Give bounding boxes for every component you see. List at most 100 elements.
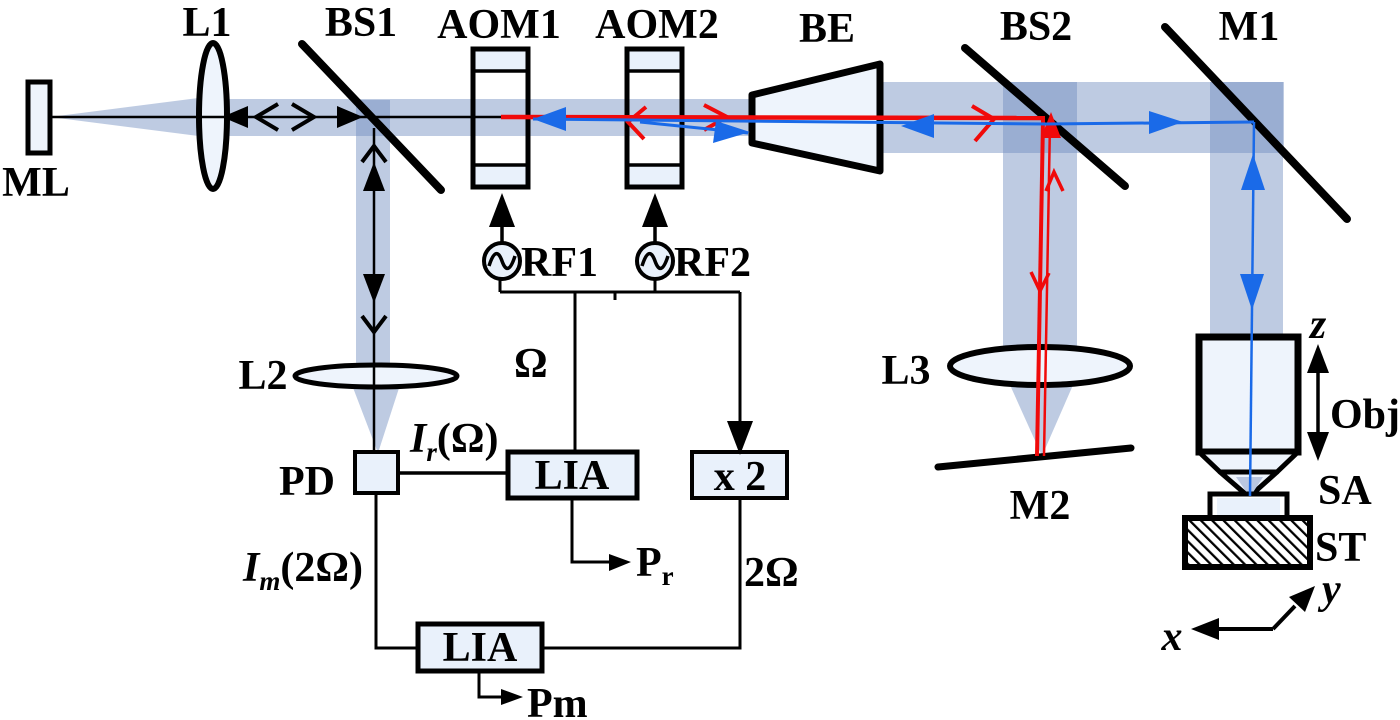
label-m2: M2 — [1010, 483, 1071, 529]
lens-l2 — [292, 362, 460, 390]
label-sa: SA — [1318, 468, 1372, 514]
red-chevron-up-icon — [1044, 167, 1065, 192]
red-chevron-right-icon — [703, 103, 732, 132]
label-pr-sub: r — [662, 561, 674, 591]
lia-reference-box — [505, 449, 640, 501]
arrow-up-icon — [363, 162, 385, 191]
chevron-up-icon — [360, 142, 388, 164]
label-im-base: I — [242, 545, 261, 591]
label-st: ST — [1315, 525, 1366, 571]
blue-arrow-left1-icon — [533, 107, 566, 131]
objective — [1195, 333, 1302, 500]
blue-beam-lines — [532, 107, 1265, 497]
arrow-down-icon — [363, 274, 385, 303]
photodiode-pd — [353, 450, 400, 495]
mirror-m2 — [934, 444, 1135, 471]
label-axis-x: x — [1161, 614, 1183, 660]
stage-hatched — [1182, 515, 1313, 570]
arrow-doubler-in-icon — [727, 421, 753, 455]
black-lines-arrows — [50, 102, 1329, 705]
aom1-bottom-cap — [471, 163, 530, 189]
mirror-m1 — [1161, 23, 1351, 223]
arrow-y-icon — [1289, 586, 1315, 612]
red-beam-return-from-m2 — [1042, 121, 1052, 457]
aom2-top-cap — [625, 47, 684, 73]
label-pd: PD — [279, 459, 335, 505]
arrow-pr-icon — [609, 554, 631, 571]
beam-l3-to-m2 — [1010, 385, 1073, 456]
blue-beam-main — [532, 117, 1255, 126]
arrow-x-icon — [1191, 618, 1219, 640]
label-pm: Pm — [527, 681, 588, 720]
ml-laser — [25, 79, 53, 156]
label-ir-rest: (Ω) — [437, 416, 499, 462]
label-aom1: AOM1 — [437, 2, 561, 48]
sample-assembly — [1182, 491, 1313, 570]
label-axis-z: z — [1308, 302, 1327, 348]
chevron-right-icon — [290, 102, 318, 132]
red-chevron-down-icon — [1029, 271, 1051, 295]
label-ir-omega: Ir(Ω) — [409, 416, 498, 467]
label-ir-sub: r — [426, 437, 437, 467]
blue-arrow-up-icon — [1241, 154, 1265, 190]
label-two-omega: 2Ω — [744, 550, 799, 596]
chevron-left-icon — [252, 102, 280, 132]
label-omega: Ω — [514, 341, 548, 387]
wire-lia-pr-out — [570, 498, 612, 564]
label-rf2: RF2 — [674, 240, 751, 286]
blue-arrow-right2-icon — [1149, 111, 1183, 134]
aom2-bottom-cap — [625, 163, 684, 189]
label-im-2omega: Im(2Ω) — [242, 545, 363, 596]
arrow-rf1-up-icon — [489, 193, 515, 227]
label-lia-measure: LIA — [443, 625, 518, 671]
rf1-source — [482, 241, 522, 281]
rf2-source — [635, 241, 675, 281]
beam-m1-to-objective — [1210, 82, 1283, 338]
blue-arrow-down-icon — [1240, 274, 1264, 310]
label-im-rest: (2Ω) — [280, 545, 363, 591]
label-l2: L2 — [238, 353, 287, 399]
beam-l2-to-pd — [352, 385, 400, 453]
arrow-left-icon — [222, 106, 248, 128]
red-chevron-bs2-icon — [970, 104, 998, 143]
aom1-box — [470, 46, 531, 190]
label-ml: ML — [2, 160, 70, 206]
arrow-pm-icon — [501, 689, 523, 705]
label-lia-reference: LIA — [535, 453, 610, 499]
aom1-top-cap — [471, 47, 530, 73]
wire-pd-to-lia2 — [374, 493, 418, 650]
label-rf1: RF1 — [521, 240, 598, 286]
label-pr: Pr — [636, 540, 674, 591]
label-bs2: BS2 — [1000, 4, 1072, 50]
arrow-z-up-icon — [1307, 344, 1329, 373]
label-pr-base: P — [636, 540, 662, 586]
label-im-sub: m — [259, 566, 280, 596]
label-aom2: AOM2 — [595, 2, 719, 48]
red-chevron-left-icon — [625, 105, 648, 141]
sample — [1217, 498, 1280, 515]
blue-arrow-left2-icon — [901, 114, 934, 138]
arrow-z-down-icon — [1307, 432, 1329, 461]
label-l3: L3 — [881, 348, 930, 394]
rf1-sine-icon — [487, 251, 517, 271]
label-axis-y: y — [1317, 567, 1341, 613]
blue-arrow-right-out-icon — [713, 121, 750, 143]
label-be: BE — [799, 6, 855, 52]
label-l1: L1 — [182, 0, 231, 46]
rf2-sine-icon — [640, 251, 670, 271]
wire-doubler-to-lia2 — [542, 498, 742, 650]
objective-shoulder — [1196, 449, 1301, 475]
red-beam-lines — [500, 103, 1065, 457]
objective-body — [1195, 333, 1302, 456]
label-obj: Obj — [1330, 392, 1400, 438]
arrow-right-icon — [337, 106, 363, 128]
label-doubler: x 2 — [714, 454, 767, 500]
label-ir-base: I — [409, 416, 428, 462]
wire-lia2-pm-out — [477, 671, 504, 699]
axis-y-line — [1271, 604, 1297, 631]
label-bs1: BS1 — [325, 0, 397, 46]
chevron-down-icon — [360, 314, 388, 336]
